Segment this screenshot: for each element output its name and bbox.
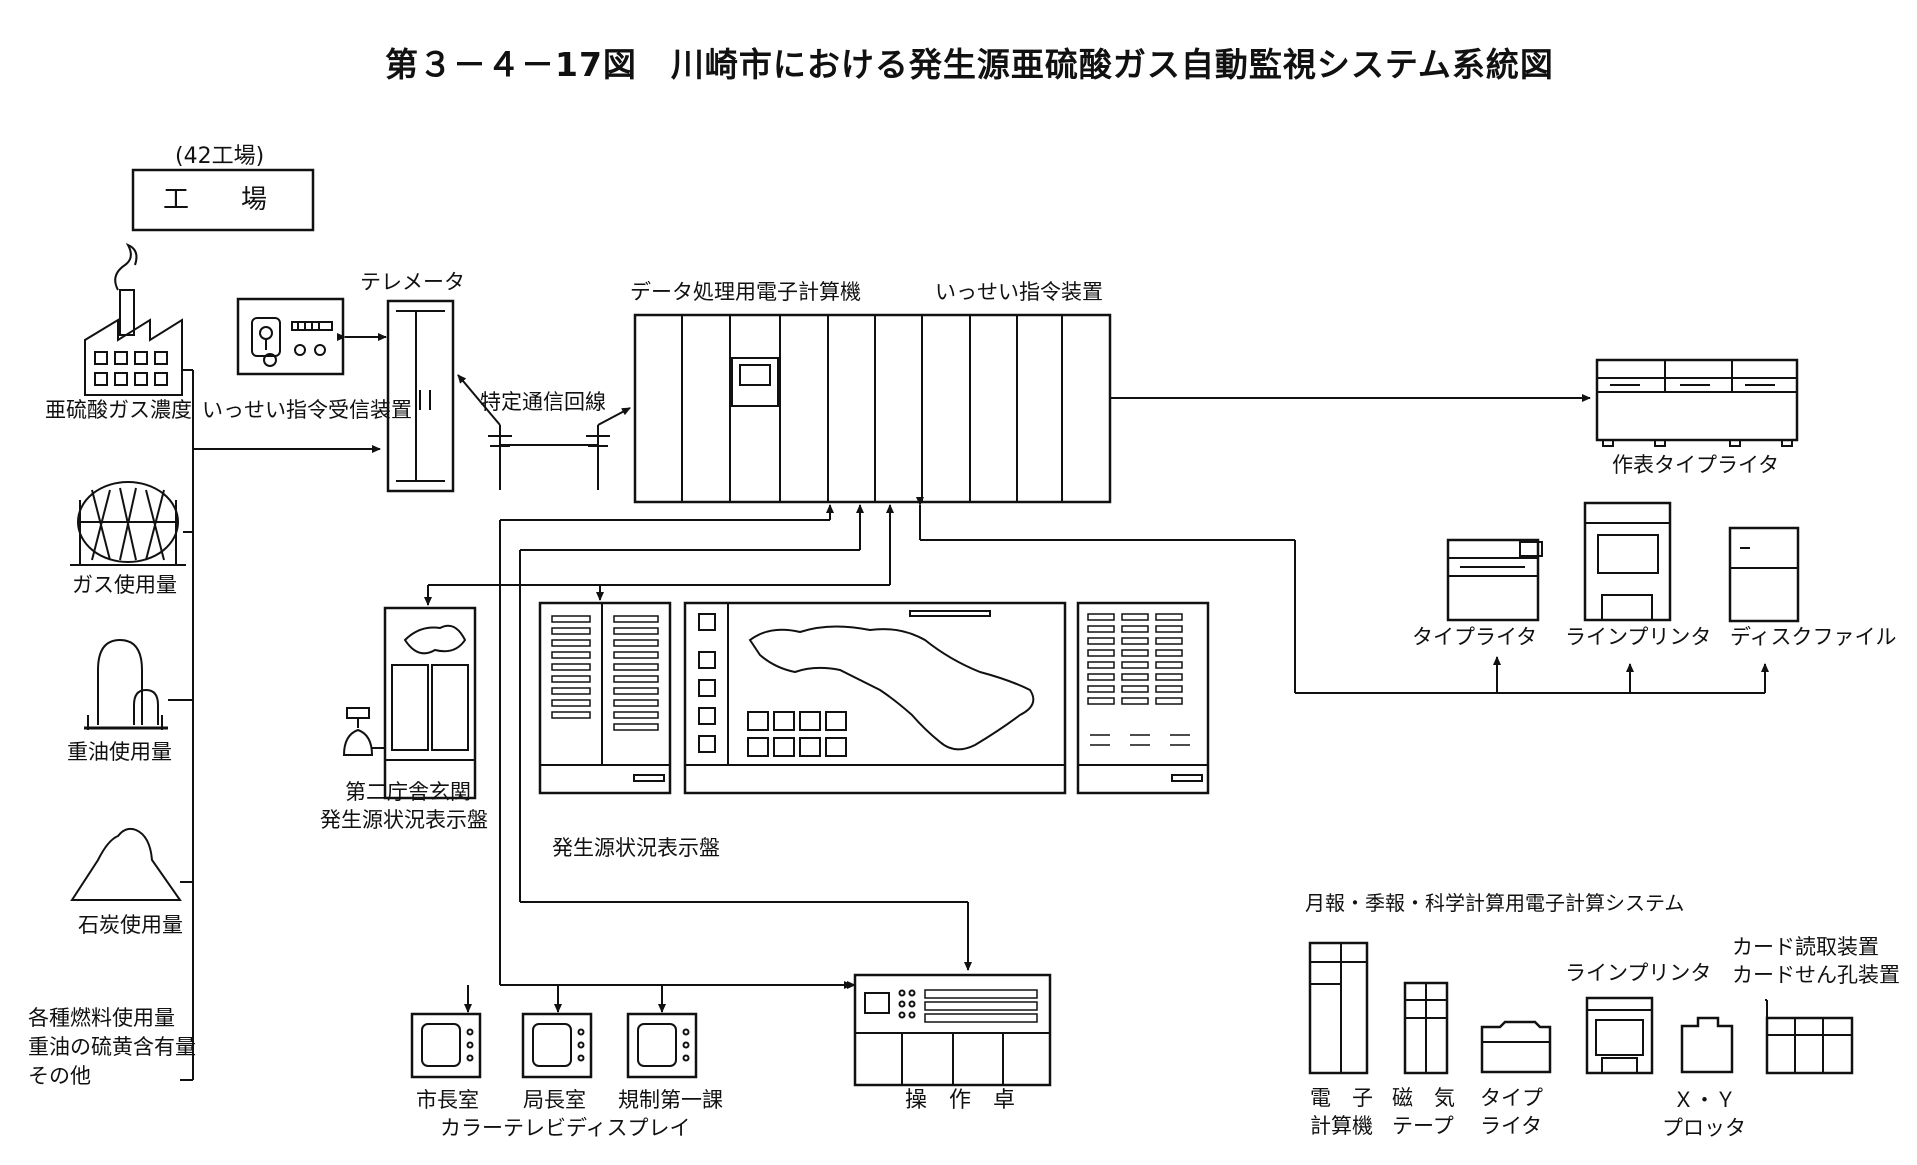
plotter-label-2: プロッタ	[1662, 1116, 1746, 1140]
monthly-line-printer	[1585, 996, 1654, 1075]
line-printer-device	[1583, 501, 1672, 622]
factory-count-label: (42工場)	[175, 144, 265, 169]
monthly-typewriter-label-2: ライタ	[1480, 1114, 1543, 1138]
status-display-left-panel	[538, 601, 672, 795]
gas-holder-icon	[70, 481, 186, 566]
console-label: 操 作 卓	[905, 1088, 1016, 1113]
telemeter-label: テレメータ	[360, 270, 465, 294]
disk-file-label: ディスクファイル	[1730, 625, 1897, 649]
left-item-oil: 重油使用量	[67, 740, 172, 764]
left-item-fuels: 各種燃料使用量	[28, 1006, 175, 1030]
dedicated-line-label: 特定通信回線	[480, 390, 606, 414]
card-reader-punch	[1765, 999, 1854, 1075]
tv-display-section	[626, 1012, 698, 1079]
report-typewriter-device	[1595, 358, 1799, 447]
left-item-gas: ガス使用量	[72, 573, 177, 597]
factory-building-icon	[84, 242, 183, 396]
xy-plotter	[1680, 1016, 1734, 1074]
annex-display-label-1: 第二庁舎玄関	[345, 780, 471, 804]
tv-caption: カラーテレビディスプレイ	[440, 1116, 691, 1140]
tape-label-1: 磁 気	[1392, 1086, 1455, 1110]
bell-icon	[342, 707, 385, 756]
receiver-device	[236, 297, 345, 376]
disk-file-device	[1728, 526, 1800, 623]
telemeter-cabinet	[386, 299, 455, 493]
status-display-map-panel	[683, 601, 1067, 795]
magnetic-tape-unit	[1403, 981, 1449, 1075]
monthly-typewriter-label-1: タイプ	[1480, 1086, 1543, 1110]
computer-label: データ処理用電子計算機	[630, 280, 861, 304]
monthly-line-printer-label: ラインプリンタ	[1565, 961, 1712, 985]
report-typewriter-label: 作表タイプライタ	[1612, 453, 1780, 477]
card-punch-label: カードせん孔装置	[1732, 963, 1900, 987]
tv-display-mayor	[410, 1012, 482, 1079]
left-item-so2: 亜硫酸ガス濃度	[45, 398, 192, 422]
monthly-computer-label-1: 電 子	[1310, 1086, 1373, 1110]
status-display-label: 発生源状況表示盤	[552, 836, 720, 860]
left-item-sulfur: 重油の硫黄含有量	[28, 1035, 196, 1059]
kawasaki-map-outline	[748, 625, 1035, 751]
monthly-system-title: 月報・季報・科学計算用電子計算システム	[1305, 891, 1685, 915]
operator-console	[853, 973, 1052, 1087]
tv-display-director	[521, 1012, 593, 1079]
typewriter-label: タイプライタ	[1412, 625, 1538, 649]
typewriter-device	[1446, 538, 1543, 622]
line-printer-label: ラインプリンタ	[1565, 625, 1712, 649]
monthly-computer-label-2: 計算機	[1310, 1114, 1373, 1138]
figure-title: 第３－４－17図 川崎市における発生源亜硫酸ガス自動監視システム系統図	[385, 45, 1554, 84]
main-computer	[633, 313, 1112, 504]
tape-label-2: テープ	[1392, 1114, 1454, 1138]
tv-director-label: 局長室	[523, 1088, 586, 1112]
monthly-typewriter	[1480, 1020, 1552, 1074]
command-device-label: いっせい指令装置	[935, 280, 1103, 304]
coal-pile-icon	[70, 827, 182, 901]
plotter-label-1: Ｘ・Ｙ	[1673, 1088, 1736, 1112]
monthly-computer	[1308, 941, 1369, 1075]
annex-display-cabinet	[383, 606, 477, 800]
receiver-label: いっせい指令受信装置	[202, 398, 412, 422]
left-item-other: その他	[28, 1064, 91, 1088]
annex-display-label-2: 発生源状況表示盤	[320, 808, 488, 832]
tv-mayor-label: 市長室	[416, 1088, 479, 1112]
tv-section-label: 規制第一課	[618, 1088, 723, 1112]
oil-tank-icon	[84, 638, 168, 730]
factory-box-label: 工 場	[163, 185, 268, 215]
card-reader-label: カード読取装置	[1732, 935, 1879, 959]
utility-pole-icon	[586, 425, 610, 490]
left-item-coal: 石炭使用量	[78, 913, 183, 937]
factory-box	[131, 168, 315, 232]
utility-pole-icon	[488, 425, 512, 490]
status-display-right-panel	[1076, 601, 1210, 795]
